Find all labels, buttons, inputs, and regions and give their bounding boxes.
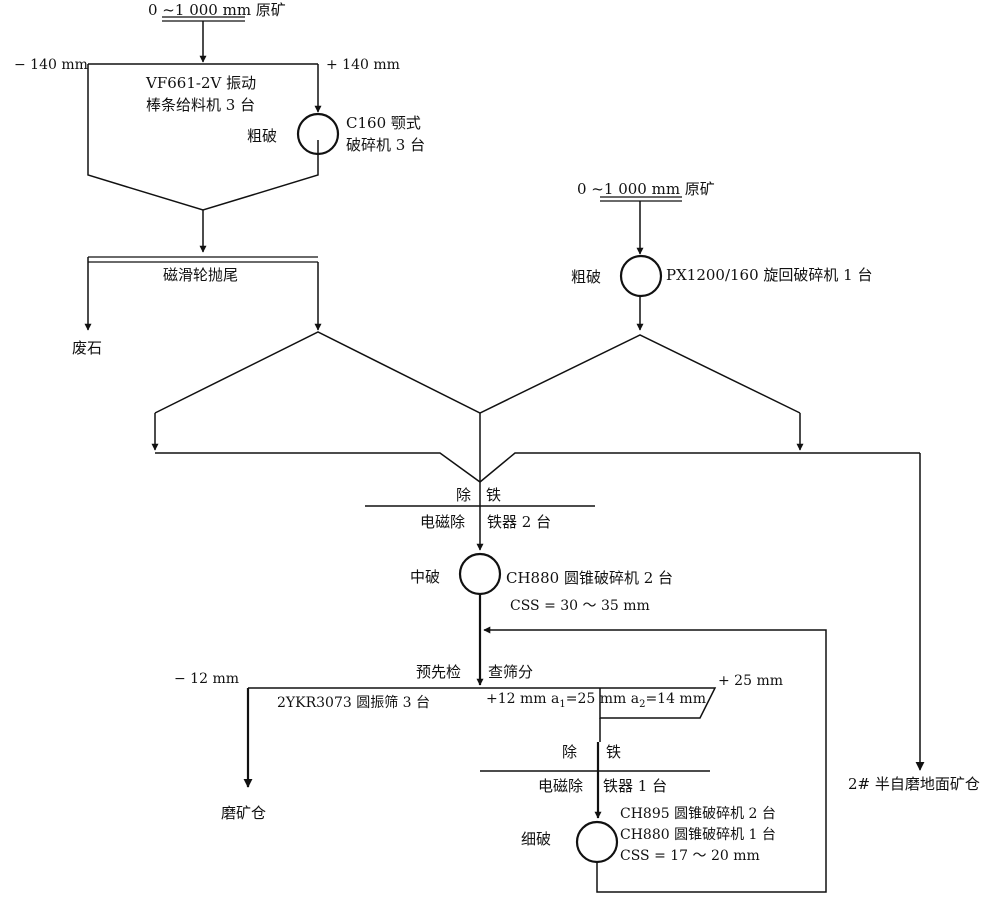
cone-crusher-ch880-label: CH880 圆锥破碎机 2 台 [506,569,674,587]
jaw-crusher-label-line1: C160 颚式 [346,114,421,132]
iron-removal-2-a: 除 [562,743,578,761]
waste-rock-label: 废石 [72,339,103,357]
right-feed-label: 0 ~1 000 mm 原矿 [577,180,715,198]
prescreen-label-a: 预先检 [416,663,462,681]
plus140-label: + 140 mm [326,57,400,73]
iron-removal-1-a: 除 [456,486,472,504]
iron-removal-1-b: 铁 [486,486,502,504]
jaw-crusher-label-line2: 破碎机 3 台 [346,136,426,154]
mill-bin-label: 磨矿仓 [221,804,267,822]
css-medium-label: CSS = 30 ～ 35 mm [510,598,650,614]
minus12-label: − 12 mm [174,671,239,687]
screen-spec-label: +12 mm a1=25 mm a2=14 mm [486,691,706,710]
top-feed-label: 0 ~1 000 mm 原矿 [148,1,286,19]
feeder-label-line1: VF661-2V 振动 [146,74,257,92]
electromagnet-2-b: 铁器 1 台 [603,777,668,795]
vibrating-screen-label: 2YKR3073 圆振筛 3 台 [277,695,431,711]
minus140-label: − 140 mm [14,57,88,73]
coarse-crushing-label-2: 粗破 [571,268,602,286]
fine-crushing-label: 细破 [521,830,552,848]
medium-crushing-label: 中破 [410,568,441,586]
cone-crusher-ch895-label: CH895 圆锥破碎机 2 台 [620,806,776,822]
magnetic-pulley-label: 磁滑轮抛尾 [163,266,239,284]
electromagnet-1-a: 电磁除 [420,513,466,531]
coarse-crushing-label-1: 粗破 [247,127,278,145]
prescreen-label-b: 查筛分 [488,663,534,681]
css-fine-label: CSS = 17 ～ 20 mm [620,848,760,864]
sag-mill-bin-label: 2# 半自磨地面矿仓 [848,775,980,793]
plus25-label: + 25 mm [718,673,783,689]
electromagnet-2-a: 电磁除 [538,777,584,795]
feeder-label-line2: 棒条给料机 3 台 [146,96,256,114]
gyratory-crusher-label: PX1200/160 旋回破碎机 1 台 [666,266,873,284]
electromagnet-1-b: 铁器 2 台 [487,513,552,531]
iron-removal-2-b: 铁 [606,743,622,761]
cone-crusher-ch880-fine-label: CH880 圆锥破碎机 1 台 [620,827,776,843]
